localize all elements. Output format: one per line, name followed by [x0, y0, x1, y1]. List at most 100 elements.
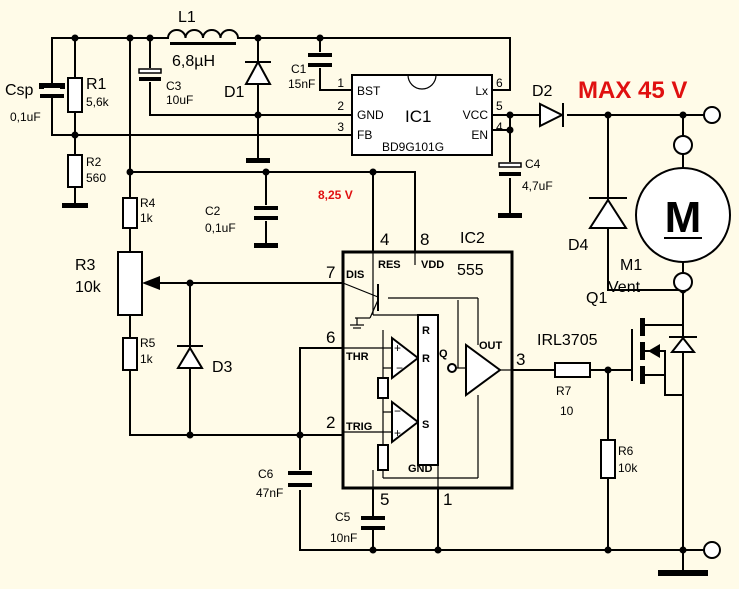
c5-label: C5	[335, 510, 351, 524]
d4-diode: D4	[568, 197, 628, 254]
r2-label: R2	[86, 155, 102, 169]
r2-value: 560	[86, 171, 106, 185]
ic1-pin-6: 6	[496, 76, 503, 90]
svg-text:+: +	[394, 426, 401, 440]
l1-label: L1	[178, 9, 196, 26]
r6-value: 10k	[618, 461, 638, 475]
ic1-pin-lx-name: Lx	[475, 84, 488, 98]
c1-value: 15nF	[288, 77, 315, 91]
r4-label: R4	[140, 196, 156, 210]
ic2-pin-thr-name: THR	[346, 351, 369, 363]
r3-potentiometer: R3 10k	[75, 251, 160, 316]
svg-text:+: +	[394, 341, 401, 355]
ic2-ff-r2: R	[422, 353, 430, 365]
ic2-pin-trig-name: TRIG	[346, 421, 372, 433]
svg-text:−: −	[396, 361, 403, 375]
r5-label: R5	[140, 336, 156, 350]
ic1-pin-3: 3	[337, 120, 344, 134]
c4-label: C4	[525, 157, 541, 171]
ic2-pin-5: 5	[380, 490, 389, 509]
r6-resistor: R6 10k	[600, 439, 638, 479]
csp-label: Csp	[5, 82, 34, 99]
ic1-part: BD9G101G	[382, 140, 444, 154]
r7-label: R7	[556, 384, 572, 398]
ic1-pin-1: 1	[337, 76, 344, 90]
ic2-ff-r1: R	[422, 325, 430, 337]
r1-resistor: R1 5,6k	[67, 76, 110, 113]
csp-capacitor: Csp 0,1uF	[5, 82, 65, 124]
ic1-pin-en-name: EN	[471, 128, 488, 142]
r7-resistor: R7 10	[554, 362, 591, 418]
c3-capacitor: C3 10uF	[138, 68, 193, 107]
c2-label: C2	[205, 204, 221, 218]
c6-capacitor: C6 47nF	[256, 467, 312, 500]
r7-value: 10	[560, 404, 574, 418]
ic2-part: 555	[457, 262, 484, 279]
r5-value: 1k	[140, 352, 154, 366]
r3-value: 10k	[75, 279, 102, 296]
r4-resistor: R4 1k	[122, 196, 156, 229]
d1-diode: D1	[224, 59, 272, 163]
ic1-pin-gnd-name: GND	[357, 108, 384, 122]
ic2-ff-s: S	[422, 419, 429, 431]
m1-label: M1	[620, 257, 642, 274]
d3-label: D3	[212, 359, 233, 376]
ic1-label: IC1	[405, 107, 431, 126]
max-voltage-label: MAX 45 V	[578, 77, 687, 104]
r6-label: R6	[618, 444, 634, 458]
c2-value: 0,1uF	[205, 221, 236, 235]
ic2-pin-2: 2	[326, 413, 335, 432]
supply-voltage-label: 8,25 V	[318, 188, 353, 202]
ic2-pin-4: 4	[380, 230, 389, 249]
c4-capacitor: C4 4,7uF	[498, 157, 553, 218]
ic1-pin-2: 2	[337, 99, 344, 113]
ic2-pin-3: 3	[516, 350, 525, 369]
c4-value: 4,7uF	[522, 179, 553, 193]
c6-label: C6	[258, 467, 274, 481]
ic2-label: IC2	[460, 230, 485, 247]
l1-inductor: L1 6,8µH	[166, 9, 240, 70]
r5-resistor: R5 1k	[122, 336, 156, 371]
q1-mosfet: Q1 IRL3705	[537, 290, 697, 396]
ic1-pin-bst-name: BST	[357, 84, 381, 98]
c1-capacitor: C1 15nF	[288, 52, 332, 91]
r1-label: R1	[86, 76, 107, 93]
ic2-pin-vdd-name: VDD	[421, 259, 444, 271]
r3-label: R3	[75, 257, 96, 274]
ic2-pin-8: 8	[420, 230, 429, 249]
r4-value: 1k	[140, 211, 154, 225]
d2-diode: D2	[532, 83, 565, 128]
r2-resistor: R2 560	[62, 154, 106, 208]
ic1-pin-fb-name: FB	[357, 128, 372, 142]
output-terminal-negative	[703, 541, 721, 559]
ic2-pin-1: 1	[443, 490, 452, 509]
output-terminal-positive	[703, 106, 721, 124]
csp-value: 0,1uF	[10, 110, 41, 124]
ic2-pin-7: 7	[326, 263, 335, 282]
c1-label: C1	[291, 62, 307, 76]
ic1-box: BST GND FB Lx VCC EN 1 2 3 6 5 4 IC1 BD9…	[334, 74, 503, 156]
c5-capacitor: C5 10nF	[330, 510, 385, 545]
ic2-pin-6: 6	[326, 328, 335, 347]
svg-text:−: −	[394, 404, 401, 418]
ic1-pin-5: 5	[496, 99, 503, 113]
ic1-pin-vcc-name: VCC	[463, 108, 489, 122]
ic2-ff-q: Q	[439, 348, 448, 360]
m1-motor: M M1 Vent	[608, 135, 731, 296]
m1-value: Vent	[608, 279, 641, 296]
r1-value: 5,6k	[86, 95, 110, 109]
d3-diode: D3	[176, 345, 233, 376]
motor-symbol: M	[665, 193, 702, 242]
d1-label: D1	[224, 84, 245, 101]
c3-value: 10uF	[166, 93, 193, 107]
ic2-pin-res-name: RES	[378, 259, 401, 271]
c2-capacitor: C2 0,1uF	[205, 204, 278, 248]
c5-value: 10nF	[330, 531, 357, 545]
ic2-pin-out-name: OUT	[479, 340, 503, 352]
ground-bar	[658, 570, 708, 576]
ic2-pin-dis-name: DIS	[346, 269, 364, 281]
d4-label: D4	[568, 237, 589, 254]
ic2-box: IC2 555 4 8 7 6 2 3 5 1 RES VDD DIS THR …	[326, 230, 525, 509]
d2-label: D2	[532, 83, 553, 100]
